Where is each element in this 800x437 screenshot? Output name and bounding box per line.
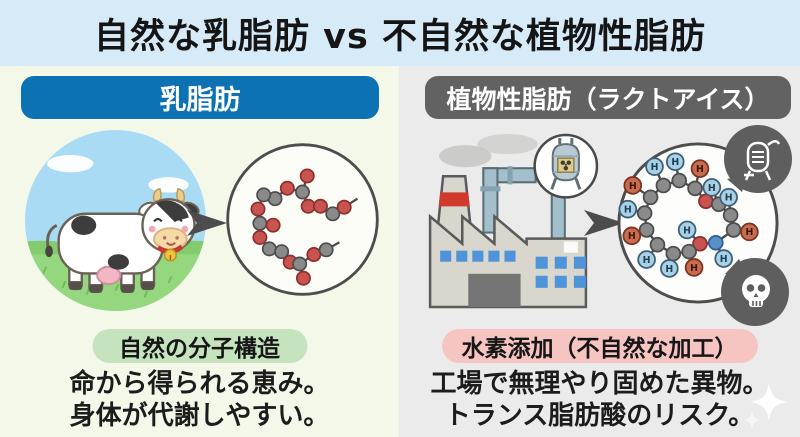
svg-text:H: H [643,255,651,266]
natural-molecule-illustration [226,143,379,296]
reactor-icon [744,140,781,181]
panel-vegetable-fat: 植物性脂肪（ラクトアイス） [399,66,800,437]
svg-text:H: H [671,157,679,168]
arrow-right-icon [584,210,624,236]
milk-fat-header: 乳脂肪 [21,76,379,119]
danger-badge [721,258,789,326]
natural-structure-badge: 自然の分子構造 [92,329,307,363]
hydrogenation-badge: 水素添加（不自然な加工） [441,329,758,363]
cloud [148,177,189,193]
cow-pasture-illustration [24,129,207,312]
svg-text:H: H [651,162,659,173]
skull-icon [742,275,770,307]
description-line: 命から得られる恵み。 [69,369,330,399]
vegetable-fat-header: 植物性脂肪（ラクトアイス） [425,76,791,119]
milk-fat-header-label: 乳脂肪 [159,85,241,116]
milk-fat-description: 命から得られる恵み。 身体が代謝しやすい。 [0,369,399,432]
svg-text:H: H [725,193,733,204]
svg-text:H: H [696,164,704,175]
svg-text:H: H [708,183,716,194]
natural-structure-badge-label: 自然の分子構造 [119,336,280,362]
svg-text:H: H [629,181,637,192]
windows [440,250,586,288]
description-line: 工場で無理やり固めた異物。 [430,369,769,399]
reactor-badge [724,125,792,193]
svg-text:H: H [690,263,698,274]
vegetable-fat-description: 工場で無理やり固めた異物。 トランス脂肪酸のリスク。 [399,369,800,432]
cow [45,187,200,293]
panel-milk-fat: 乳脂肪 [0,66,399,437]
reactor-inset [533,133,599,199]
description-line: 身体が代謝しやすい。 [69,400,330,431]
vegetable-fat-header-label: 植物性脂肪（ラクトアイス） [446,84,770,114]
sparkle-icon [744,383,787,429]
svg-text:H: H [720,254,728,265]
svg-text:H: H [624,205,632,216]
page-title: 自然な乳脂肪 vs 不自然な植物性脂肪 [93,16,707,57]
description-line: トランス脂肪酸のリスク。 [444,400,755,431]
hydrogenation-badge-label: 水素添加（不自然な加工） [461,336,738,362]
arrow-right-icon [187,210,227,236]
svg-text:H: H [628,231,636,242]
title-bar: 自然な乳脂肪 vs 不自然な植物性脂肪 [0,0,800,66]
svg-text:H: H [683,225,691,236]
smoke [477,134,538,155]
cloud [47,155,94,173]
door [468,273,521,307]
smoke [439,145,492,168]
factory-illustration [428,133,599,309]
svg-text:H: H [665,264,673,275]
svg-text:H: H [745,227,753,238]
